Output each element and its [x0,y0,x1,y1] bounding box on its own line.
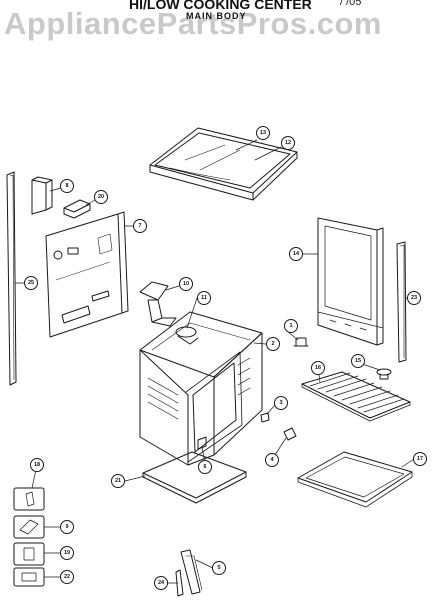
callout-label: 2 [271,341,274,347]
clip-part [63,199,91,219]
callout-label: 21 [115,478,121,484]
callout-23: 23 [407,291,421,305]
callout-7: 7 [133,219,147,233]
callout-label: 6 [203,464,206,470]
callout-11: 11 [197,291,211,305]
knob-part [293,337,309,347]
callout-label: 9 [65,524,68,530]
callout-14: 14 [289,247,303,261]
broiler-pan-part [297,451,413,508]
callout-22: 22 [60,570,74,584]
callout-20: 20 [94,190,108,204]
callout-label: 15 [355,358,361,364]
bottom-panel-part [142,451,247,504]
callout-19: 19 [60,546,74,560]
callout-3: 3 [274,396,288,410]
callout-label: 25 [28,280,34,286]
oven-door-part [317,217,384,346]
callout-1: 1 [284,319,298,333]
callout-label: 3 [279,400,282,406]
callout-6: 6 [198,460,212,474]
page-title: HI/LOW COOKING CENTER [129,0,312,12]
leader-lines [14,139,415,584]
callout-21: 21 [111,474,125,488]
callout-16: 16 [311,361,325,375]
callout-label: 12 [285,140,291,146]
callout-label: 14 [293,251,300,257]
callout-label: 23 [411,295,417,301]
igniter-part [175,326,199,345]
back-panel-part [45,211,129,338]
callout-label: 13 [260,130,266,136]
callout-label: 17 [417,456,423,462]
callout-label: 20 [98,194,104,200]
callout-17: 17 [413,452,427,466]
oven-rack-part [301,371,411,422]
callout-4: 4 [265,453,279,467]
callout-label: 11 [201,295,207,301]
clip-3-part [260,412,270,423]
callout-2: 2 [266,337,280,351]
callout-13: 13 [256,126,270,140]
callout-10: 10 [179,277,193,291]
callout-label: 10 [183,281,189,287]
callout-label: 5 [217,565,220,571]
burner-bracket-part [139,281,177,327]
page-subtitle: MAIN BODY [186,11,247,21]
callout-24: 24 [154,576,168,590]
callout-25: 25 [24,276,38,290]
small-parts-column [13,487,45,587]
left-trim-strip-part [6,171,17,386]
oven-body-part [139,311,263,466]
callout-label: 24 [158,580,165,586]
callout-label: 8 [65,183,68,189]
callout-8: 8 [60,179,74,193]
corner-text: / /05 [340,0,362,8]
callout-12: 12 [281,136,295,150]
callout-label: 4 [270,457,274,463]
hinge-pin-part [283,427,297,441]
callout-label: 19 [64,550,70,556]
callout-label: 1 [289,323,292,329]
callout-18: 18 [30,458,44,472]
callout-label: 22 [64,574,70,580]
callout-9: 9 [60,520,74,534]
callout-15: 15 [351,354,365,368]
bracket-part [31,176,53,215]
spacer-part [197,436,207,450]
callout-5: 5 [212,561,226,575]
watermark: AppliancePartsPros.com [4,6,382,41]
callout-label: 7 [138,223,141,229]
leveling-leg-part [376,368,392,380]
hinge-part [175,549,203,597]
callout-label: 16 [315,365,321,371]
cooktop-part [149,127,298,201]
callout-label: 18 [34,462,40,468]
right-trim-strip-part [396,241,407,363]
